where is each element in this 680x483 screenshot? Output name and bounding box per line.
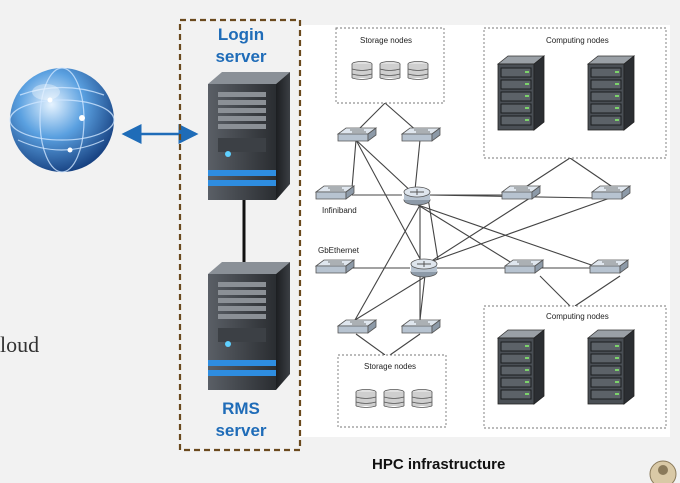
hpc-caption: HPC infrastructure (372, 456, 506, 473)
cloud-partial-text: loud (0, 332, 40, 357)
computing-top-title: Computing nodes (546, 36, 609, 45)
internet-globe-icon (9, 67, 115, 173)
login-server-label: Login server (196, 24, 286, 68)
rms-label-line2: server (215, 421, 267, 440)
servers-frame (178, 18, 302, 452)
login-label-line1: Login (217, 25, 265, 44)
rms-server-icon (208, 262, 290, 390)
gbethernet-label: GbEthernet (318, 246, 359, 255)
rms-server-label: RMS server (196, 398, 286, 442)
storage-bottom-title: Storage nodes (364, 362, 417, 371)
computing-bottom-title: Computing nodes (546, 312, 609, 321)
storage-top-title: Storage nodes (360, 36, 413, 45)
infiniband-label: Infiniband (322, 206, 357, 215)
login-label-line2: server (215, 47, 267, 66)
rms-label-line1: RMS (222, 399, 260, 418)
login-server-icon (208, 72, 290, 200)
avatar (649, 460, 677, 483)
